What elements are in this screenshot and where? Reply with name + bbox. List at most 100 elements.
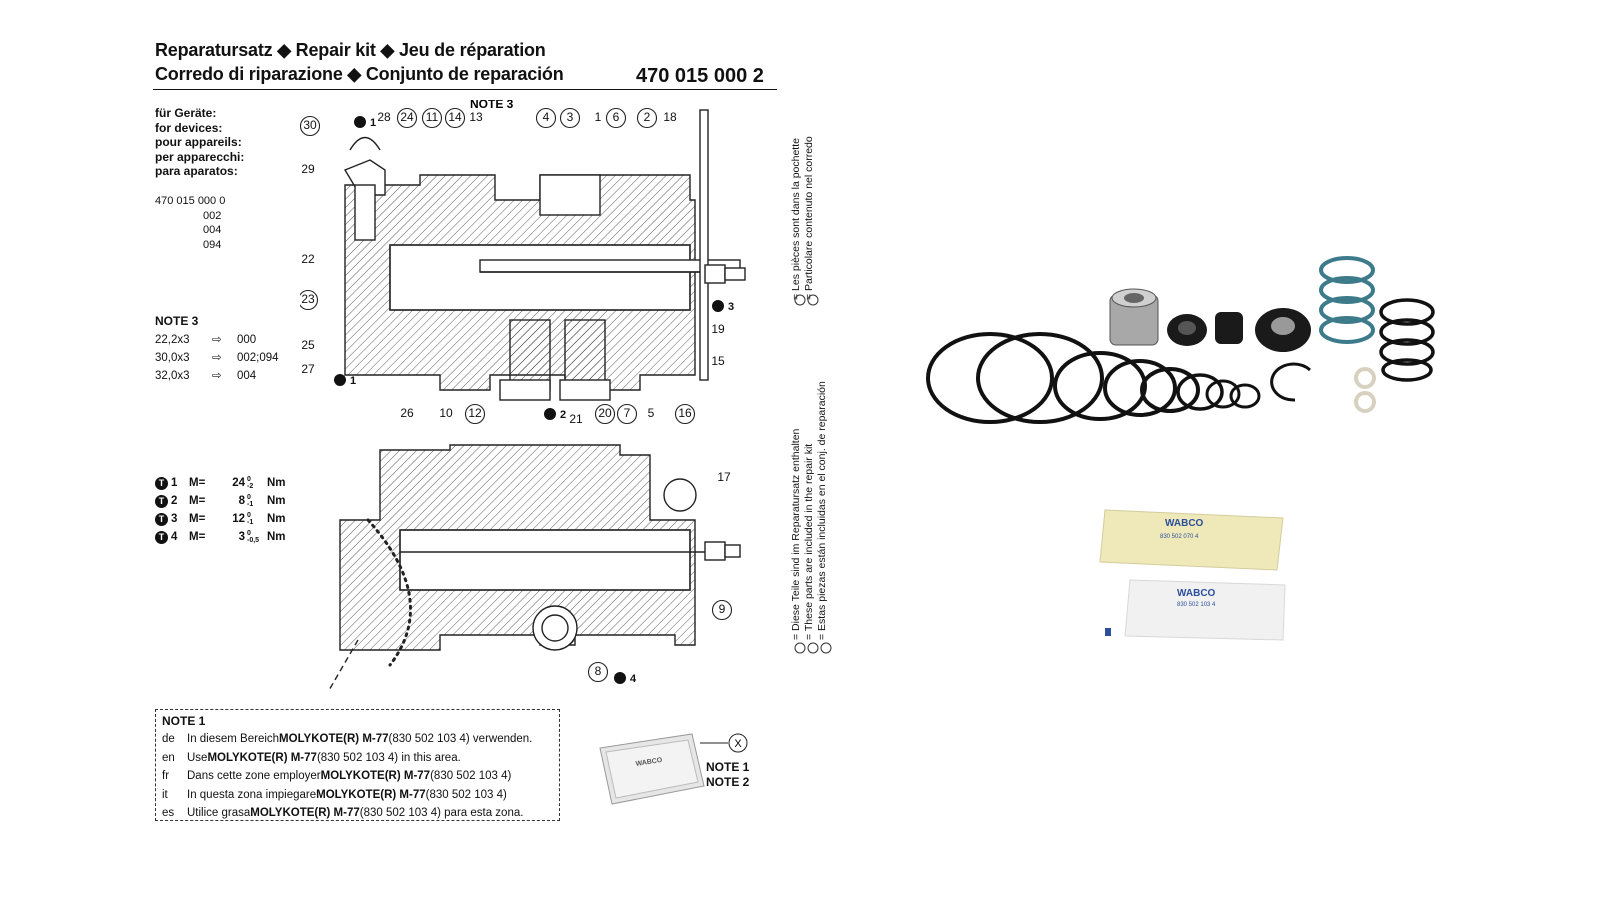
callout-circle (535, 107, 557, 129)
torque-marker-icon (354, 116, 366, 128)
tolerance-top: 0 (247, 530, 251, 537)
torque-unit: Nm (267, 477, 286, 489)
torque-row: T 2 M= 8 0-1 Nm (155, 492, 286, 510)
tolerance-top: 0 (247, 476, 251, 483)
torque-unit: Nm (267, 495, 286, 507)
device-label: pour appareils: (155, 135, 242, 149)
callout-circle (444, 107, 466, 129)
callout-label: 29 (301, 162, 315, 176)
note3-heading: NOTE 3 (155, 314, 199, 328)
repair-kit-photo: WABCO 830 502 070 4 WABCO 830 502 103 4 (926, 256, 1435, 641)
spring-blue (1319, 256, 1375, 344)
torque-marker-icon (544, 408, 556, 420)
note3-size: 30,0x3 (155, 352, 190, 364)
callout-label: 21 (569, 412, 583, 426)
x-marker: X (700, 733, 748, 753)
torque-table: T 1 M= 24 0-2 Nm T 2 M= 8 0-1 Nm T 3 M= … (155, 474, 286, 546)
torque-marker-icon (614, 672, 626, 684)
o-rings (926, 332, 1312, 424)
callout-circle (616, 403, 638, 425)
callout-label: 10 (439, 406, 453, 420)
callout-label: 3 (567, 110, 574, 124)
callout-label: 25 (301, 338, 315, 352)
note3-code: 000 (237, 334, 257, 346)
device-label: per apparecchi: (155, 149, 245, 164)
torque-m: M= (189, 477, 206, 489)
callout-circle (587, 661, 609, 683)
callout-label: 24 (400, 110, 414, 124)
callout-label: 5 (648, 406, 655, 420)
note1-text: Dans cette zone employer (187, 770, 321, 782)
note-1-ref: NOTE 1 (706, 760, 750, 774)
sachet2-brand: WABCO (1177, 588, 1216, 599)
note1-text: (830 502 103 4) (425, 788, 507, 801)
device-number: 002 (203, 209, 222, 222)
arrow-right-icon: ⇨ (212, 352, 222, 364)
note1-text: Use (187, 751, 208, 764)
callout-label: 11 (426, 110, 439, 124)
callout-label: 19 (711, 322, 725, 336)
sachet-brand: WABCO (635, 757, 663, 768)
note1-text: In diesem Bereich (187, 733, 280, 745)
callout-circle (594, 403, 616, 425)
callout-circle (464, 403, 486, 425)
x-marker-label: X (734, 738, 742, 750)
sachet1-brand: WABCO (1165, 518, 1204, 529)
torque-unit: Nm (267, 531, 286, 543)
torque-marker-label: 1 (350, 375, 356, 387)
devices-labels: für Geräte: for devices: pour appareils:… (155, 106, 244, 179)
note1-text: Utilice grasa (187, 807, 251, 819)
part-number: 470 015 000 2 (636, 65, 764, 87)
note3-row: 22,2x3⇨000 (155, 331, 279, 349)
callout-label: 4 (543, 110, 550, 124)
callout-label: 7 (624, 406, 631, 420)
callout-label: 22 (301, 252, 315, 266)
callout-label: 15 (711, 354, 725, 368)
notes-x-labels: NOTE 1 NOTE 2 (706, 760, 749, 790)
callout-label: 16 (678, 406, 692, 420)
callout-label: 20 (598, 406, 612, 420)
torque-unit: Nm (267, 513, 286, 525)
torque-icon: T (155, 512, 168, 526)
note3-code: 002;094 (237, 352, 279, 364)
device-number: 094 (203, 238, 222, 251)
language-code: fr (162, 770, 170, 782)
note1-text: (830 502 103 4) (430, 770, 512, 782)
callout-label: 6 (613, 110, 620, 124)
callout-circle (674, 403, 696, 425)
note1-product: MOLYKOTE(R) M-77 (207, 751, 317, 764)
callout-label: 23 (301, 292, 315, 306)
legend-circles (794, 294, 832, 654)
note3-row: 30,0x3 ⇨ 002;094 (155, 349, 279, 367)
torque-icon: T (155, 494, 168, 508)
callout-circle (636, 107, 658, 129)
torque-icon: T (155, 476, 168, 490)
callout-label: 2 (644, 110, 651, 124)
tolerance-bottom: -2 (247, 483, 254, 490)
callout-label: 13 (469, 110, 483, 124)
note-2-ref: NOTE 2 (706, 775, 750, 789)
callout-label: 14 (448, 110, 462, 124)
device-label: para aparatos: (155, 164, 238, 178)
torque-label: 3 (171, 513, 178, 525)
torque-label: 4 (171, 531, 178, 543)
callout-label: 18 (663, 110, 677, 124)
note3-code: 004 (237, 370, 257, 382)
torque-marker-label: 1 (370, 117, 376, 129)
title-line-2: Corredo di riparazione ◆ Conjunto de rep… (155, 64, 564, 84)
torque-row: T 4 M= 3 0-0,5 Nm (155, 528, 286, 546)
torque-label: 2 (171, 495, 178, 507)
torque-marker-label: 4 (630, 673, 637, 685)
note1-product: MOLYKOTE(R) M-77 (279, 733, 389, 745)
grease-sachets: WABCO 830 502 070 4 WABCO 830 502 103 4 (1099, 509, 1286, 641)
torque-m: M= (189, 531, 206, 543)
torque-value: 8 (238, 495, 245, 507)
callout-circle (711, 599, 733, 621)
callout-circle (300, 289, 319, 311)
callout-label: 30 (303, 118, 317, 132)
torque-marker-label: 3 (728, 301, 734, 313)
